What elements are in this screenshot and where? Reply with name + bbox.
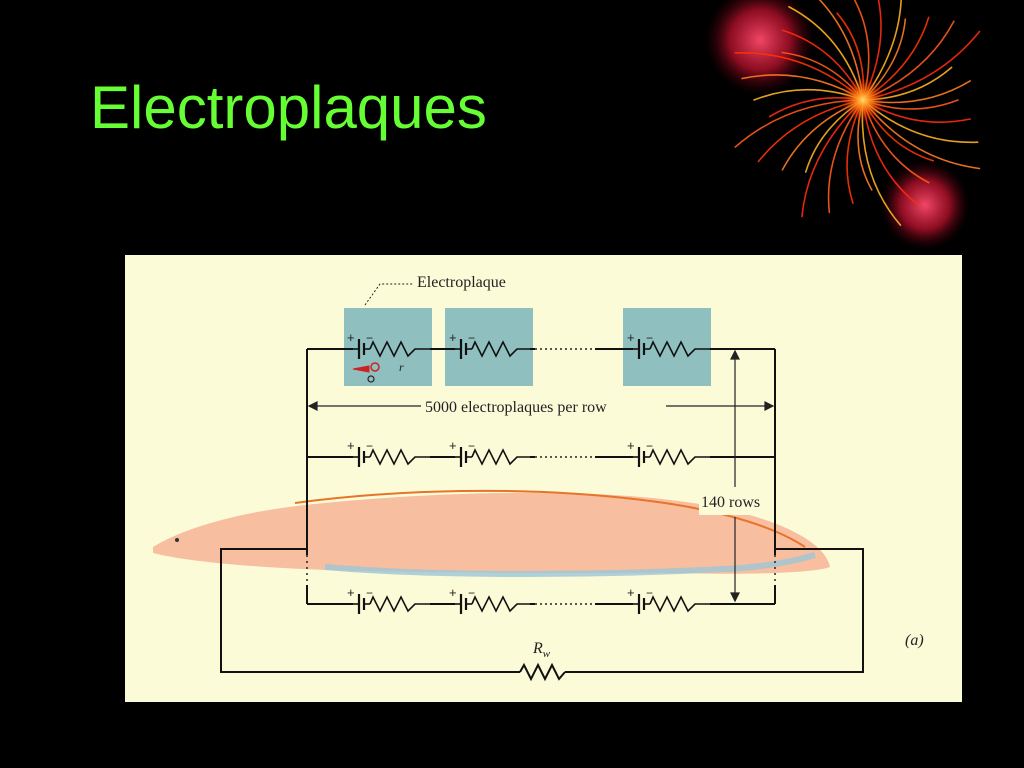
- internal-resistor: [471, 595, 532, 613]
- plus-sign: +: [347, 438, 355, 453]
- circuit-wires: [220, 348, 864, 673]
- figure-background: [125, 255, 962, 702]
- glow-left: [705, 0, 815, 95]
- resistor-zigzag: [519, 662, 566, 682]
- column-gap-dots: [306, 555, 776, 585]
- minus-sign: −: [468, 439, 475, 453]
- plus-sign: +: [449, 330, 457, 345]
- minus-sign: −: [366, 331, 373, 345]
- plus-sign: +: [347, 585, 355, 600]
- electroplaque-label: Electroplaque: [417, 274, 506, 291]
- plus-sign: +: [449, 438, 457, 453]
- minus-sign: −: [468, 586, 475, 600]
- current-arrow: [352, 362, 380, 383]
- electroplaque-box: [445, 308, 533, 386]
- fireworks-decoration: [705, 0, 981, 250]
- rows-dimension: [730, 349, 740, 603]
- glow-right: [880, 160, 970, 250]
- electroplaque-cell: +−: [627, 330, 710, 359]
- internal-resistance-label: r: [399, 360, 404, 374]
- electroplaque-cell: +−: [347, 330, 430, 359]
- electroplaque-cells: +−+−+−+−+−+−+−+−+−: [347, 330, 710, 614]
- eel-lateral-line: [294, 489, 806, 548]
- eel-body: [153, 492, 830, 574]
- internal-resistor: [649, 448, 710, 466]
- internal-resistor: [471, 340, 532, 358]
- plus-sign: +: [627, 585, 635, 600]
- per-row-label-bg: [421, 396, 666, 416]
- plus-sign: +: [627, 438, 635, 453]
- internal-resistor: [471, 448, 532, 466]
- plus-sign: +: [347, 330, 355, 345]
- per-row-dimension: [307, 401, 775, 411]
- plus-sign: +: [627, 330, 635, 345]
- electroplaque-circuit-figure: +−+−+−+−+−+−+−+−+− Electroplaque 5000 el…: [125, 255, 962, 702]
- minus-sign: −: [646, 586, 653, 600]
- eel-illustration: [153, 489, 830, 577]
- electroplaque-cell: +−: [347, 438, 430, 467]
- minus-sign: −: [468, 331, 475, 345]
- electroplaque-cell: +−: [449, 438, 532, 467]
- electroplaque-box: [623, 308, 711, 386]
- rows-label-bg: [699, 489, 773, 515]
- slide-title: Electroplaques: [90, 74, 487, 141]
- internal-resistor: [369, 448, 430, 466]
- internal-resistor: [649, 595, 710, 613]
- rows-label: 140 rows: [701, 494, 760, 511]
- minus-sign: −: [646, 439, 653, 453]
- electroplaque-cell: +−: [347, 585, 430, 614]
- internal-resistor: [369, 595, 430, 613]
- wire-segment: [220, 548, 520, 673]
- resistor-label: Rw: [532, 640, 551, 660]
- glow-center: [841, 78, 885, 122]
- row-gap-dots: [535, 348, 595, 605]
- electroplaque-cell: +−: [627, 438, 710, 467]
- internal-resistor: [369, 340, 430, 358]
- electroplaque-cell: +−: [627, 585, 710, 614]
- eel-eye: [175, 538, 179, 542]
- wire-segment: [565, 548, 864, 673]
- minus-sign: −: [366, 586, 373, 600]
- external-resistor-rw: [519, 662, 566, 682]
- internal-resistor: [649, 340, 710, 358]
- panel-tag: (a): [905, 632, 924, 649]
- electroplaque-cell: +−: [449, 330, 532, 359]
- per-row-label: 5000 electroplaques per row: [425, 399, 607, 416]
- plus-sign: +: [449, 585, 457, 600]
- eel-belly: [324, 552, 816, 577]
- minus-sign: −: [366, 439, 373, 453]
- electroplaque-cell: +−: [449, 585, 532, 614]
- electroplaque-leader: [364, 283, 413, 306]
- minus-sign: −: [646, 331, 653, 345]
- electroplaque-box: [344, 308, 432, 386]
